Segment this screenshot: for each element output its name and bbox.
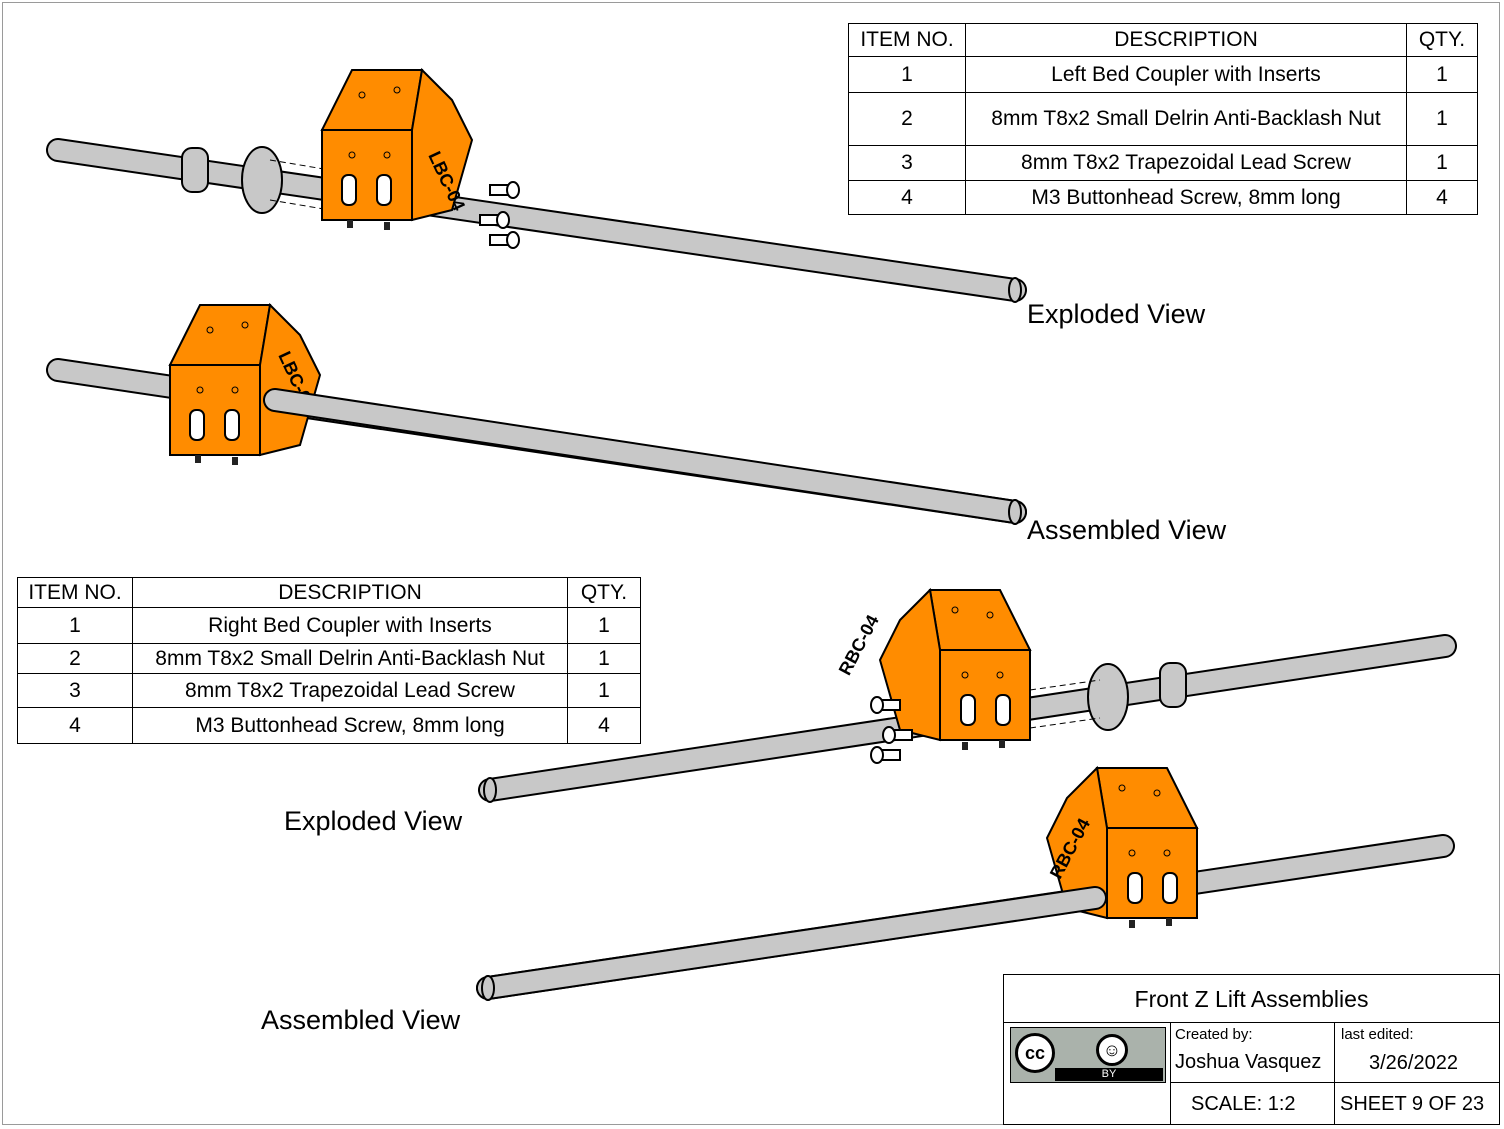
- license-cell: cc ☺ BY: [1004, 1023, 1171, 1124]
- table-row: 4 M3 Buttonhead Screw, 8mm long 4: [17, 707, 641, 744]
- table-row: 2 8mm T8x2 Small Delrin Anti-Backlash Nu…: [17, 643, 641, 674]
- table-row: 1 Left Bed Coupler with Inserts 1: [848, 56, 1478, 93]
- last-edited-label: last edited:: [1341, 1026, 1414, 1043]
- table-row: 1 Right Bed Coupler with Inserts 1: [17, 607, 641, 644]
- table-row: 3 8mm T8x2 Trapezoidal Lead Screw 1: [17, 673, 641, 708]
- left-exploded-assembly: LBC-04: [46, 69, 1027, 303]
- left-assembled-assembly: LBC-04: [46, 304, 1027, 525]
- created-by-cell: Created by: Joshua Vasquez: [1171, 1023, 1335, 1083]
- cc-by-text: BY: [1055, 1068, 1163, 1081]
- right-part-label: RBC-04: [835, 612, 883, 679]
- edit-date: 3/26/2022: [1369, 1052, 1458, 1074]
- top-bom-cell: 8mm T8x2 Trapezoidal Lead Screw: [965, 145, 1407, 181]
- right-assembled-view-label: Assembled View: [261, 1005, 461, 1035]
- created-by-label: Created by:: [1175, 1026, 1253, 1043]
- sheet-number: SHEET 9 OF 23: [1340, 1093, 1485, 1115]
- attribution-icon: ☺: [1096, 1034, 1128, 1066]
- bottom-bom-header-row: ITEM NO. DESCRIPTION QTY.: [17, 577, 641, 608]
- bottom-bom-cell: M3 Buttonhead Screw, 8mm long: [132, 707, 568, 744]
- top-bom-cell: 8mm T8x2 Small Delrin Anti-Backlash Nut: [965, 92, 1407, 146]
- cc-logo-icon: cc: [1015, 1033, 1055, 1073]
- scale-cell: SCALE: 1:2: [1171, 1083, 1335, 1124]
- top-bom-cell: 3: [848, 145, 966, 181]
- top-bom-cell: 4: [848, 180, 966, 215]
- bottom-bom-cell: 8mm T8x2 Trapezoidal Lead Screw: [132, 673, 568, 708]
- bottom-bom-cell: 1: [567, 607, 641, 644]
- scale-text: SCALE: 1:2: [1191, 1093, 1296, 1115]
- left-exploded-view-label: Exploded View: [1027, 299, 1206, 329]
- top-bom-cell: 1: [1406, 56, 1478, 93]
- drawing-title: Front Z Lift Assemblies: [1004, 975, 1499, 1023]
- top-bom-cell: Left Bed Coupler with Inserts: [965, 56, 1407, 93]
- sheet-cell: SHEET 9 OF 23: [1335, 1083, 1499, 1124]
- top-bom-header-qty: QTY.: [1406, 23, 1478, 57]
- bottom-bom-cell: 1: [17, 607, 133, 644]
- author-name: Joshua Vasquez: [1175, 1051, 1322, 1073]
- top-bom-cell: 1: [1406, 92, 1478, 146]
- table-row: 3 8mm T8x2 Trapezoidal Lead Screw 1: [848, 145, 1478, 181]
- cc-by-badge: cc ☺ BY: [1010, 1027, 1166, 1083]
- top-bom-header-item: ITEM NO.: [848, 23, 966, 57]
- top-bom-cell: 4: [1406, 180, 1478, 215]
- top-bom-cell: 2: [848, 92, 966, 146]
- top-bom-table: ITEM NO. DESCRIPTION QTY. 1 Left Bed Cou…: [848, 23, 1478, 215]
- right-assembled-assembly: RBC-04: [476, 767, 1455, 1001]
- bottom-bom-cell: 1: [567, 643, 641, 674]
- bottom-bom-cell: 4: [17, 707, 133, 744]
- bottom-bom-cell: 2: [17, 643, 133, 674]
- top-bom-cell: 1: [848, 56, 966, 93]
- bottom-bom-header-qty: QTY.: [567, 577, 641, 608]
- left-assembled-view-label: Assembled View: [1027, 515, 1227, 545]
- bottom-bom-cell: 4: [567, 707, 641, 744]
- top-bom-header-row: ITEM NO. DESCRIPTION QTY.: [848, 23, 1478, 57]
- title-block: Front Z Lift Assemblies cc ☺ BY Created …: [1003, 974, 1500, 1125]
- last-edited-cell: last edited: 3/26/2022: [1335, 1023, 1499, 1083]
- bottom-bom-cell: 8mm T8x2 Small Delrin Anti-Backlash Nut: [132, 643, 568, 674]
- top-bom-header-description: DESCRIPTION: [965, 23, 1407, 57]
- bottom-bom-table: ITEM NO. DESCRIPTION QTY. 1 Right Bed Co…: [17, 577, 641, 744]
- right-exploded-assembly: RBC-04: [478, 589, 1457, 803]
- bottom-bom-header-description: DESCRIPTION: [132, 577, 568, 608]
- bottom-bom-cell: 3: [17, 673, 133, 708]
- table-row: 4 M3 Buttonhead Screw, 8mm long 4: [848, 180, 1478, 215]
- table-row: 2 8mm T8x2 Small Delrin Anti-Backlash Nu…: [848, 92, 1478, 146]
- bottom-bom-header-item: ITEM NO.: [17, 577, 133, 608]
- top-bom-cell: M3 Buttonhead Screw, 8mm long: [965, 180, 1407, 215]
- bottom-bom-cell: 1: [567, 673, 641, 708]
- top-bom-cell: 1: [1406, 145, 1478, 181]
- bottom-bom-cell: Right Bed Coupler with Inserts: [132, 607, 568, 644]
- right-exploded-view-label: Exploded View: [284, 806, 463, 836]
